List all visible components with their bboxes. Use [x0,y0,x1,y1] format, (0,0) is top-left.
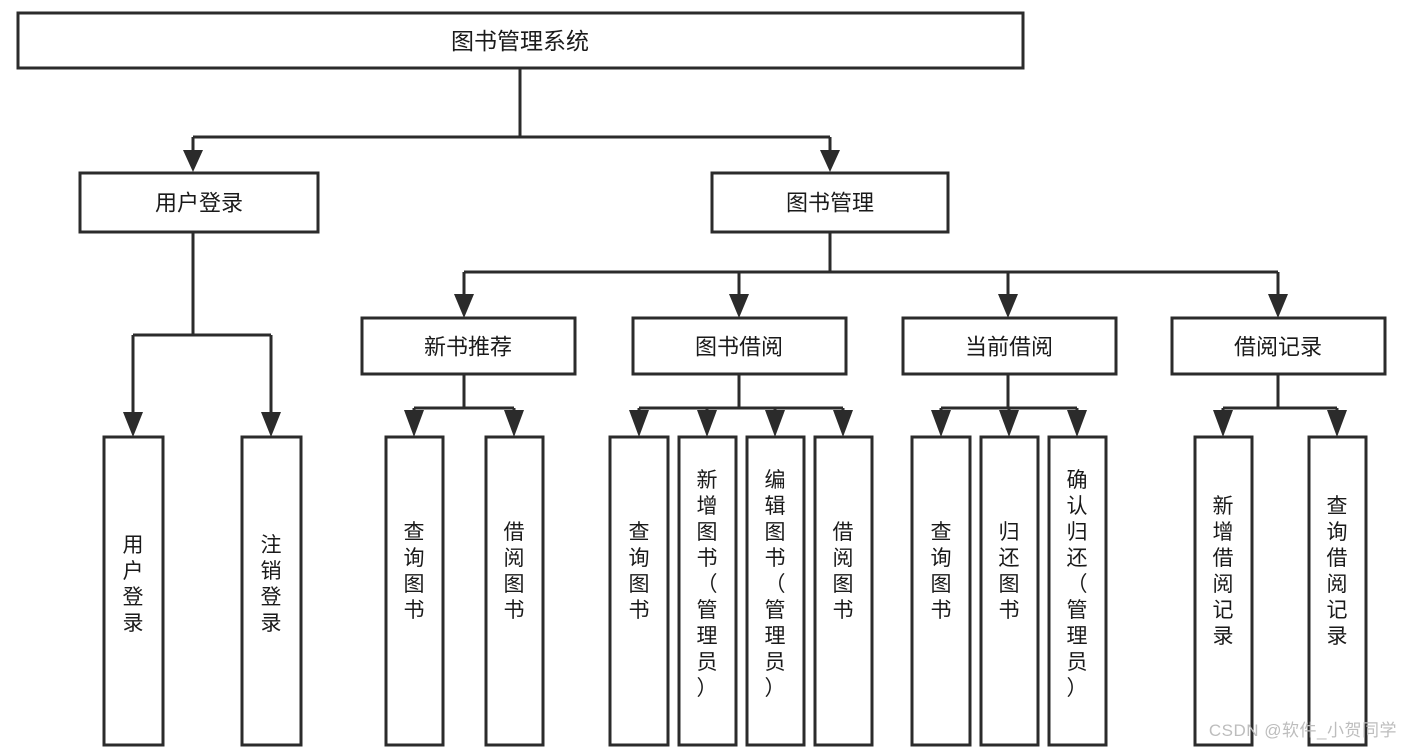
arrowhead-current-borrow [998,294,1018,318]
node-leaf-add-record-box[interactable] [1193,435,1254,747]
arrowhead-add-book [697,410,717,437]
connector-book-borrow-to-leaves [629,374,853,437]
arrowhead-add-record [1213,410,1233,437]
node-leaf-user-login-label: 用户登录 [123,534,144,635]
node-leaf-return-book-box[interactable] [979,435,1040,747]
node-leaf-add-book-label: 新增图书（管理员） [697,469,718,700]
connector-book-manage-to-level3 [454,232,1288,318]
arrowhead-query-book-3 [931,410,951,437]
arrowhead-borrow-record [1268,294,1288,318]
node-root[interactable]: 图书管理系统 [16,11,1025,70]
node-leaf-query-book-1-label: 查询图书 [404,521,425,622]
node-book-borrow-label: 图书借阅 [695,335,783,360]
arrowhead-user-login [183,150,203,172]
node-leaf-borrow-book-2-box[interactable] [813,435,874,747]
node-leaf-query-book-2-box[interactable] [608,435,670,747]
node-leaf-add-record[interactable]: 新增借阅记录 [1193,435,1254,747]
connector-new-book-recommend-to-leaves [404,374,524,437]
node-leaf-logout-box[interactable] [240,435,303,747]
node-user-login-box[interactable] [78,171,320,234]
node-book-manage-label: 图书管理 [786,191,874,216]
node-book-manage-box[interactable] [710,171,950,234]
arrowhead-confirm-return [1067,410,1087,437]
connector-current-borrow-to-leaves [931,374,1087,437]
node-borrow-record-box[interactable] [1170,316,1387,376]
arrowhead-borrow-book-1 [504,410,524,437]
node-root-box[interactable] [16,11,1025,70]
node-leaf-edit-book-box[interactable] [745,435,806,747]
node-current-borrow-label: 当前借阅 [965,335,1053,360]
node-leaf-query-book-2[interactable]: 查询图书 [608,435,670,747]
node-leaf-edit-book[interactable]: 编辑图书（管理员） [745,435,806,747]
node-user-login[interactable]: 用户登录 [78,171,320,234]
arrowhead-leaf-logout [261,412,281,437]
node-leaf-query-book-1[interactable]: 查询图书 [384,435,445,747]
node-leaf-query-book-3-box[interactable] [910,435,972,747]
node-root-label: 图书管理系统 [451,28,589,54]
node-leaf-confirm-return-box[interactable] [1047,435,1108,747]
node-leaf-query-book-3-label: 查询图书 [931,521,952,622]
connector-borrow-record-to-leaves [1213,374,1347,437]
node-leaf-return-book[interactable]: 归还图书 [979,435,1040,747]
node-leaf-query-record-label: 查询借阅记录 [1327,495,1348,648]
node-new-book-recommend-box[interactable] [360,316,577,376]
connector-root-to-level2 [183,68,840,172]
node-leaf-borrow-book-2-label: 借阅图书 [833,521,854,622]
node-borrow-record-label: 借阅记录 [1234,335,1322,360]
node-leaf-return-book-label: 归还图书 [999,521,1020,622]
node-leaf-logout-label: 注销登录 [261,534,282,635]
arrowhead-book-manage [820,150,840,172]
node-leaf-user-login-box[interactable] [102,435,165,747]
node-new-book-recommend[interactable]: 新书推荐 [360,316,577,376]
node-leaf-add-book[interactable]: 新增图书（管理员） [677,435,738,747]
arrowhead-edit-book [765,410,785,437]
node-leaf-confirm-return[interactable]: 确认归还（管理员） [1047,435,1108,747]
node-book-manage[interactable]: 图书管理 [710,171,950,234]
node-leaf-query-book-1-box[interactable] [384,435,445,747]
node-leaf-confirm-return-label: 确认归还（管理员） [1067,469,1088,700]
node-new-book-recommend-label: 新书推荐 [424,335,512,360]
node-book-borrow[interactable]: 图书借阅 [631,316,848,376]
node-leaf-query-record-box[interactable] [1307,435,1368,747]
arrowhead-query-book-1 [404,410,424,437]
node-leaf-user-login[interactable]: 用户登录 [102,435,165,747]
node-leaf-borrow-book-2[interactable]: 借阅图书 [813,435,874,747]
node-leaf-edit-book-label: 编辑图书（管理员） [765,469,786,700]
arrowhead-book-borrow [729,294,749,318]
node-leaf-borrow-book-1-box[interactable] [484,435,545,747]
node-leaf-query-book-2-label: 查询图书 [629,521,650,622]
node-book-borrow-box[interactable] [631,316,848,376]
arrowhead-new-book-recommend [454,294,474,318]
node-leaf-query-record[interactable]: 查询借阅记录 [1307,435,1368,747]
node-borrow-record[interactable]: 借阅记录 [1170,316,1387,376]
node-leaf-borrow-book-1-label: 借阅图书 [504,521,525,622]
node-leaf-logout[interactable]: 注销登录 [240,435,303,747]
connector-user-login-to-leaves [123,232,281,437]
arrowhead-query-book-2 [629,410,649,437]
arrowhead-borrow-book-2 [833,410,853,437]
csdn-watermark: CSDN @软件_小贺同学 [1208,721,1397,740]
arrowhead-leaf-user-login [123,412,143,437]
arrowhead-return-book [999,410,1019,437]
node-leaf-borrow-book-1[interactable]: 借阅图书 [484,435,545,747]
node-leaf-add-record-label: 新增借阅记录 [1213,495,1234,648]
node-current-borrow-box[interactable] [901,316,1118,376]
arrowhead-query-record [1327,410,1347,437]
node-user-login-label: 用户登录 [155,191,243,216]
node-leaf-add-book-box[interactable] [677,435,738,747]
node-leaf-query-book-3[interactable]: 查询图书 [910,435,972,747]
node-current-borrow[interactable]: 当前借阅 [901,316,1118,376]
